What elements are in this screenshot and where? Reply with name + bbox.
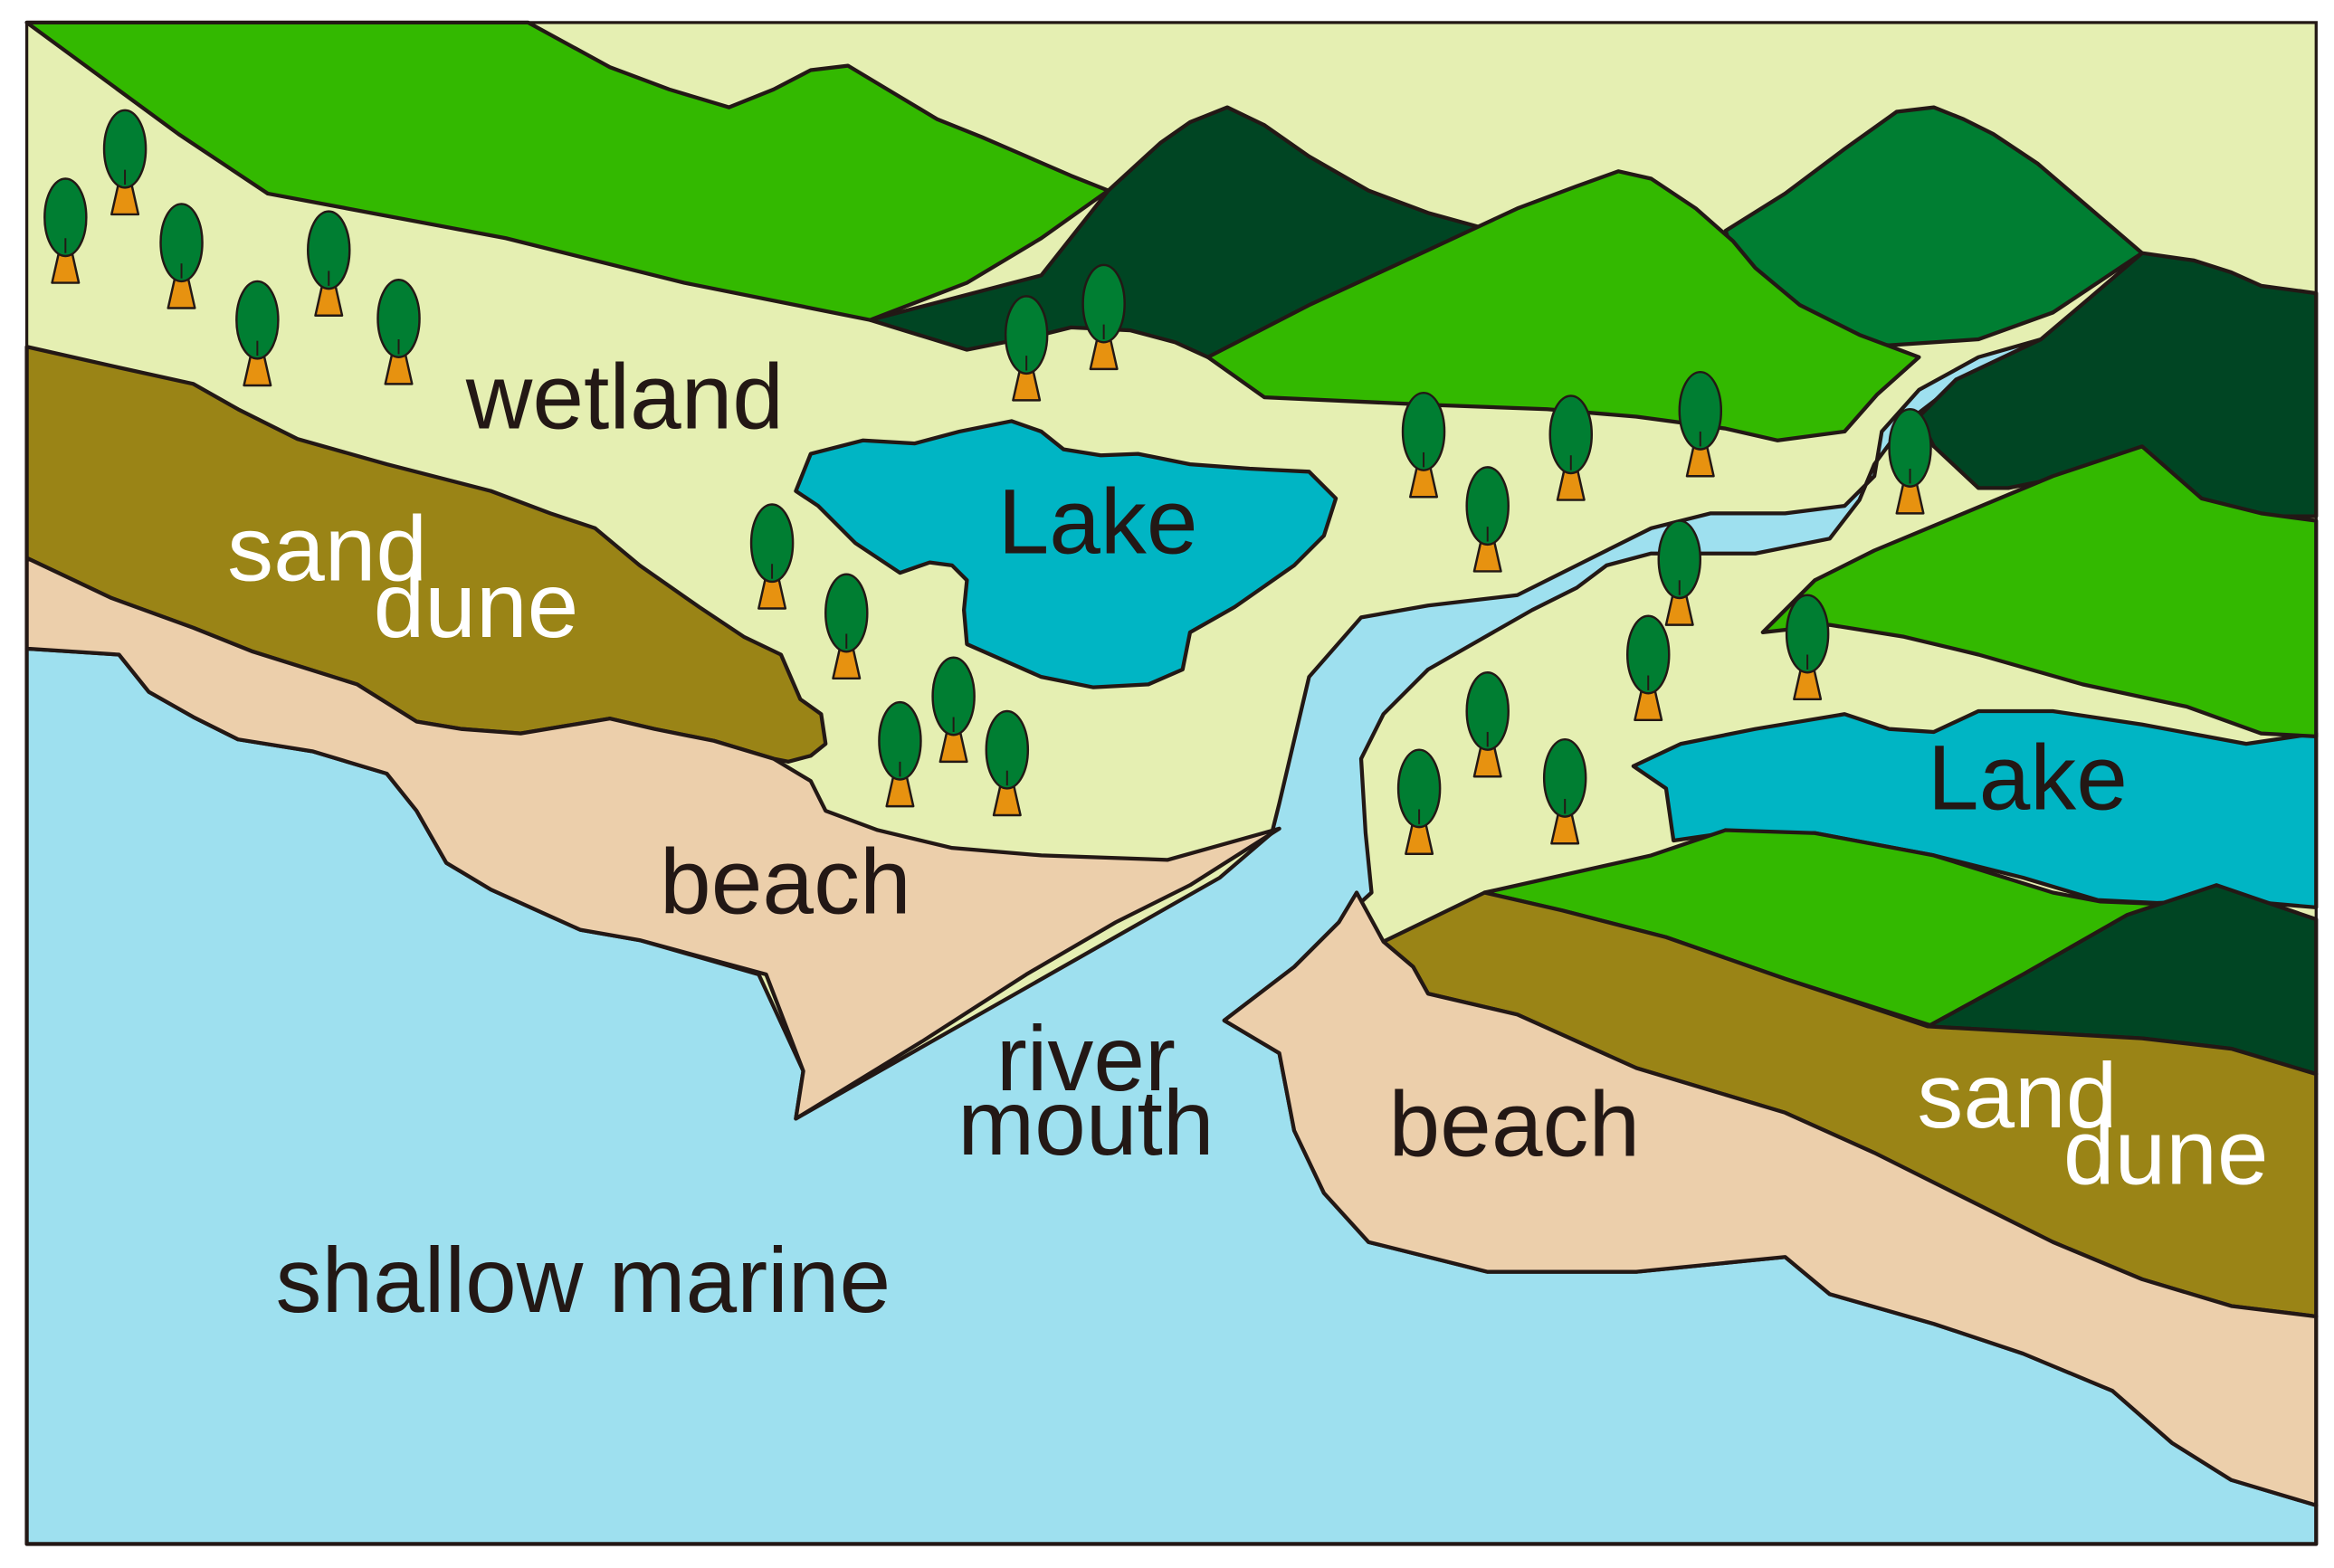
label-sand-dune-right-line2: dune — [2063, 1101, 2269, 1204]
label-sand-dune-right-line1: sand — [1917, 1044, 2117, 1147]
label-sand-dune-left-line1: sand — [227, 497, 427, 600]
hill-light-center — [1205, 169, 1921, 442]
label-river-mouth-line1: river — [996, 1007, 1176, 1110]
label-wetland: wetland — [465, 346, 784, 449]
lake-left — [794, 419, 1338, 689]
beach-left-region — [24, 556, 1281, 1121]
frame-border — [24, 21, 2318, 1546]
label-beach-right: beach — [1388, 1072, 1640, 1175]
hill-light-left — [24, 20, 1110, 322]
label-river-mouth-line2: mouth — [957, 1071, 1214, 1174]
labels-group: wetland Lake Lake sand dune sand dune be… — [227, 346, 2268, 1332]
label-lake-right: Lake — [1928, 726, 2128, 829]
label-shallow-marine: shallow marine — [276, 1229, 891, 1332]
beach-right-region — [1222, 890, 2319, 1507]
label-lake-left: Lake — [998, 470, 1198, 574]
label-sand-dune-left-line2: dune — [374, 554, 579, 657]
label-beach-left: beach — [660, 831, 911, 934]
